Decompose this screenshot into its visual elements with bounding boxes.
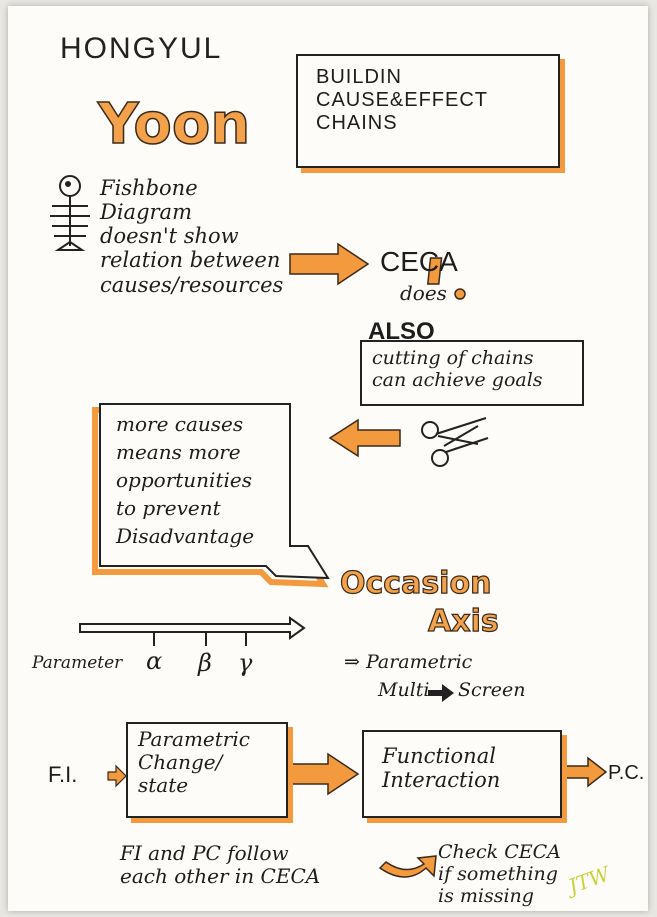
flow-box-1: Parametric Change/ state (126, 722, 288, 818)
multi-screen-arrow-icon (428, 684, 454, 702)
flow-end: P.C. (608, 762, 645, 784)
gamma-label: γ (238, 649, 253, 677)
arrow-to-ceca-icon (289, 242, 370, 286)
axis-word: Axis (427, 603, 499, 639)
alpha-label: α (146, 647, 163, 675)
arrow-to-pc-icon (565, 756, 608, 788)
causes-callout-shape (92, 403, 330, 588)
ceca-sub: does (400, 281, 447, 305)
arrow-box1-to-box2-icon (289, 752, 360, 796)
arrow-left-icon (328, 418, 401, 458)
fishbone-text: Fishbone Diagram doesn't show relation b… (100, 176, 284, 297)
parametric-screen: Screen (458, 679, 526, 701)
flow-box-1-text: Parametric Change/ state (138, 727, 250, 797)
title-box: BUILDIN CAUSE&EFFECT CHAINS (296, 54, 560, 168)
bottom-right-note: Check CECA if something is missing (438, 841, 561, 907)
ceca-label: CECA (380, 246, 458, 277)
also-text: cutting of chains can achieve goals (372, 347, 543, 391)
author-first-name: HONGYUL (60, 32, 223, 65)
notebook-page: HONGYUL Yoon BUILDIN CAUSE&EFFECT CHAINS… (8, 6, 648, 911)
sketch-drawings (50, 175, 608, 878)
parameter-label: Parameter (32, 653, 123, 673)
scissors-icon (421, 417, 489, 467)
parametric-multi: Multi (378, 679, 430, 701)
parametric-line1: ⇒ Parametric (344, 651, 473, 673)
flow-box-2: Functional Interaction (362, 730, 562, 818)
fi-arrow-icon (107, 764, 127, 788)
flow-start: F.I. (48, 762, 78, 787)
fishbone-icon (50, 175, 90, 251)
title-box-text: BUILDIN CAUSE&EFFECT CHAINS (316, 66, 489, 134)
axis-arrow-icon (79, 616, 306, 646)
more-causes-text: more causes means more opportunities to … (116, 412, 255, 548)
flow-box-2-text: Functional Interaction (382, 744, 501, 793)
occasion-word: Occasion (339, 565, 492, 601)
author-last-name: Yoon (97, 91, 251, 158)
beta-label: β (198, 649, 212, 677)
exclamation-icon (426, 257, 466, 300)
bottom-left-note: FI and PC follow each other in CECA (120, 841, 321, 888)
curved-arrow-icon (378, 855, 437, 878)
also-box: cutting of chains can achieve goals (360, 340, 584, 406)
